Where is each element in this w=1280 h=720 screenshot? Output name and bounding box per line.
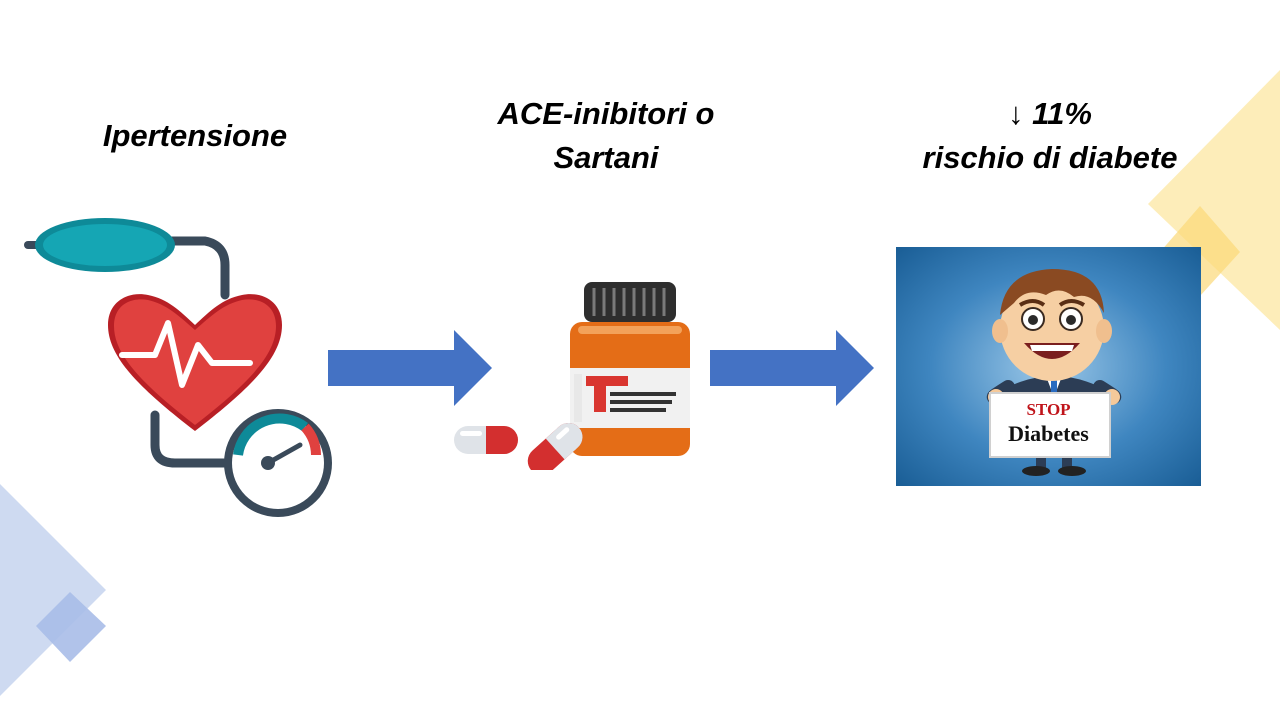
sign-stop-text: STOP (1026, 400, 1071, 419)
step-title-hypertension: Ipertensione (60, 114, 330, 158)
step3-title-line2: rischio di diabete (922, 140, 1178, 175)
step-title-drugs: ACE-inibitori o Sartani (446, 92, 766, 180)
step2-title-line2: Sartani (553, 140, 659, 175)
sign-diabetes-text: Diabetes (1008, 421, 1089, 446)
step-title-outcome: ↓ 11% rischio di diabete (880, 92, 1220, 180)
flow-arrow-1 (328, 330, 492, 406)
step2-title-line1: ACE-inibitori o (497, 96, 715, 131)
blood-pressure-heart-icon (24, 218, 332, 517)
stop-diabetes-character-icon (896, 247, 1201, 486)
step3-title-line1: ↓ 11% (1008, 96, 1092, 131)
medicine-bottle-pills-icon (454, 282, 690, 470)
step1-title: Ipertensione (102, 118, 288, 153)
stop-diabetes-image: STOP Diabetes (896, 247, 1201, 486)
flow-arrow-2 (710, 330, 874, 406)
